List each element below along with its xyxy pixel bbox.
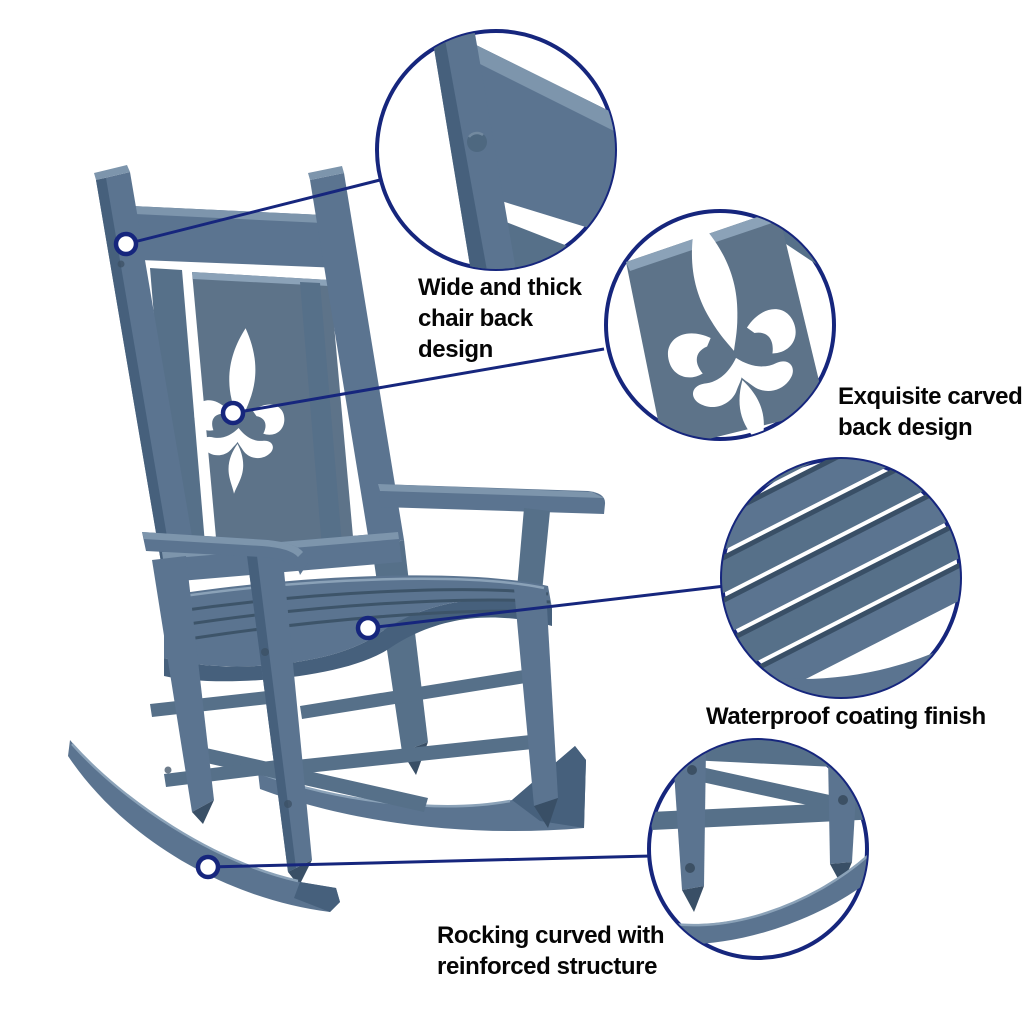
chair-illustration [68,165,606,912]
callout-leaders [113,178,726,880]
chair-armrest-left [142,532,309,575]
chair-back-slat [300,282,342,548]
label-line: Waterproof coating finish [706,703,986,730]
callout-circle-carved-back [604,209,836,441]
callout-label-rocker-base: Rocking curved with reinforced structure [437,920,665,982]
leader-line [207,854,653,869]
callout-dot [355,615,381,641]
callout-dot [220,400,246,426]
callout-label-seat-finish: Waterproof coating finish [706,701,986,732]
leader-line [367,584,726,630]
label-line: reinforced structure [437,953,658,980]
chair-back-post-right [310,173,404,548]
label-line: Wide and thick [418,274,582,301]
chair-back-slat [150,268,206,560]
chair-back [94,165,404,582]
leader-line [125,178,381,246]
label-line: design [418,336,493,363]
label-line: Exquisite carved [838,383,1023,410]
callout-circle-back-top [375,29,617,271]
chair-stretchers [150,668,542,812]
chair-rear-left-leg [152,556,214,812]
chair-pegs [117,260,292,808]
label-line: chair back [418,305,533,332]
callout-circle-rocker [647,738,869,960]
chair-armrest-right [378,484,606,592]
label-line: back design [838,414,973,441]
callout-dot [195,854,221,880]
chair-front-right-leg [514,588,558,806]
callout-label-carved-back: Exquisite carved back design [838,381,1023,443]
chair-left-rocker [68,740,340,912]
label-line: Rocking curved with [437,922,665,949]
leader-line [232,347,605,415]
callout-dot [113,231,139,257]
callout-label-back-top: Wide and thick chair back design [418,272,582,365]
